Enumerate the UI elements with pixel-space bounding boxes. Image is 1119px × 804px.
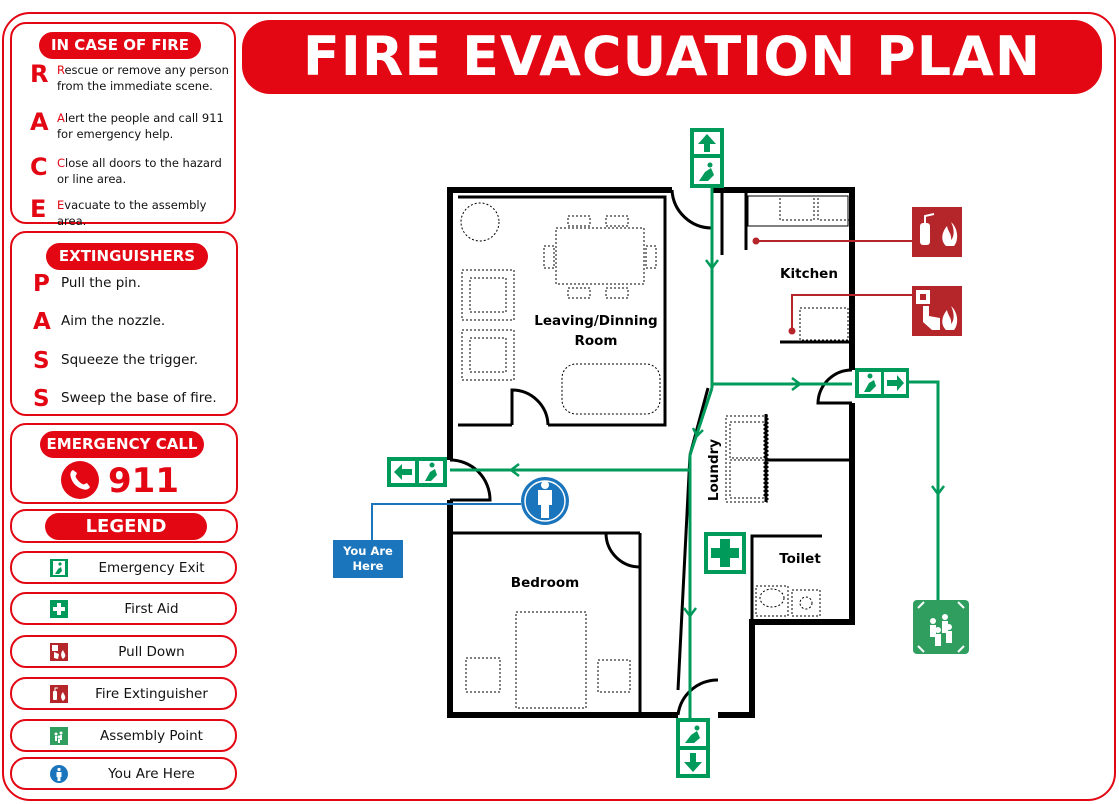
- legend-label: First Aid: [124, 601, 179, 617]
- room-label-living-2: Room: [574, 333, 617, 349]
- exit-sign-top: [690, 128, 724, 188]
- you-are-here-line1: You Are: [343, 544, 393, 558]
- room-label-living: Leaving/Dinning: [534, 313, 657, 329]
- furniture: [460, 195, 851, 709]
- assembly-point-icon: [50, 727, 68, 745]
- you-are-here-label: You Are Here: [333, 540, 403, 578]
- first-aid-icon: [50, 600, 68, 618]
- race-letter: R: [30, 60, 49, 88]
- legend-label: Fire Extinguisher: [95, 686, 208, 702]
- room-label-laundry: Loundry: [706, 439, 722, 501]
- legend-item: First Aid: [10, 592, 237, 625]
- assembly-point-sign: [913, 600, 969, 654]
- room-label-kitchen: Kitchen: [780, 266, 838, 282]
- legend-label: You Are Here: [108, 766, 195, 782]
- pass-letter: S: [33, 386, 50, 412]
- emergency-number: 911: [108, 461, 179, 501]
- pass-letter: S: [33, 348, 50, 374]
- emergency-call-panel: EMERGENCY CALL 911: [10, 423, 238, 504]
- race-letter: E: [30, 195, 47, 223]
- pass-step-text: Squeeze the trigger.: [61, 352, 199, 368]
- pass-letter: P: [33, 271, 50, 297]
- race-step-rest: lert the people and call 911: [64, 111, 224, 125]
- page-frame: [2, 12, 1116, 801]
- pass-step-text: Sweep the base of fire.: [61, 390, 217, 406]
- race-letter: A: [30, 108, 49, 136]
- exit-sign-bottom: [676, 718, 710, 778]
- pull-down-alarm-sign: [912, 286, 962, 336]
- race-step-line2: or line area.: [57, 172, 127, 186]
- fire-extinguisher-sign: [912, 207, 962, 257]
- race-step-rest: lose all doors to the hazard: [65, 156, 222, 170]
- legend-item: Emergency Exit: [10, 551, 237, 584]
- pass-step-text: Aim the nozzle.: [61, 313, 166, 329]
- legend-item: You Are Here: [10, 757, 237, 790]
- race-step-text: Close all doors to the hazard or line are…: [57, 155, 232, 187]
- race-step-lead: E: [57, 198, 65, 212]
- outer-walls: [447, 187, 855, 718]
- legend-item: Fire Extinguisher: [10, 677, 237, 710]
- race-step-rest: vacuate to the assembly area.: [57, 198, 207, 228]
- exit-sign-left: [387, 457, 447, 487]
- emergency-call-heading: EMERGENCY CALL: [40, 431, 204, 458]
- first-aid-sign: [704, 532, 746, 574]
- legend-label: Assembly Point: [100, 728, 203, 744]
- legend-item: Assembly Point: [10, 719, 237, 752]
- race-step-text: Evacuate to the assembly area.: [57, 197, 232, 229]
- exit-sign-right: [855, 368, 909, 398]
- emergency-exit-icon: [50, 559, 68, 577]
- room-label-bedroom: Bedroom: [511, 575, 579, 591]
- legend-heading: LEGEND: [45, 513, 207, 540]
- pass-step-text: Pull the pin.: [61, 275, 141, 291]
- legend-panel: LEGEND: [10, 509, 238, 543]
- floor-plan: Leaving/Dinning Room Kitchen Toilet Bedr…: [371, 128, 969, 778]
- race-step-lead: A: [57, 111, 65, 125]
- room-label-toilet: Toilet: [779, 551, 821, 567]
- race-step-line2: for emergency help.: [57, 127, 174, 141]
- page-title: FIRE EVACUATION PLAN: [242, 20, 1102, 94]
- legend-item: Pull Down: [10, 635, 237, 668]
- race-step-line2: from the immediate scene.: [57, 79, 213, 93]
- evacuation-routes: [450, 175, 940, 730]
- phone-icon: [61, 461, 99, 499]
- you-are-here-leader: [371, 503, 521, 540]
- in-case-of-fire-panel: IN CASE OF FIRE: [10, 22, 236, 224]
- race-step-text: Alert the people and call 911 for emergen…: [57, 110, 232, 142]
- legend-label: Emergency Exit: [98, 560, 205, 576]
- race-step-lead: R: [57, 63, 65, 77]
- extinguishers-heading: EXTINGUISHERS: [46, 243, 208, 270]
- you-are-here-line2: Here: [352, 559, 384, 573]
- pull-down-icon: [50, 643, 68, 661]
- fire-extinguisher-icon: [50, 685, 68, 703]
- in-case-of-fire-heading: IN CASE OF FIRE: [39, 32, 201, 59]
- you-are-here-icon: [50, 765, 68, 783]
- extinguishers-panel: EXTINGUISHERS: [10, 231, 238, 416]
- race-step-rest: escue or remove any person: [64, 63, 229, 77]
- legend-label: Pull Down: [118, 644, 185, 660]
- race-step-lead: C: [57, 156, 66, 170]
- race-step-text: Rescue or remove any person from the imme…: [57, 62, 232, 94]
- race-letter: C: [30, 153, 48, 181]
- pass-letter: A: [33, 309, 51, 335]
- route-arrows: [508, 259, 945, 619]
- equipment-leaders: [756, 240, 912, 331]
- you-are-here-marker: [521, 477, 569, 525]
